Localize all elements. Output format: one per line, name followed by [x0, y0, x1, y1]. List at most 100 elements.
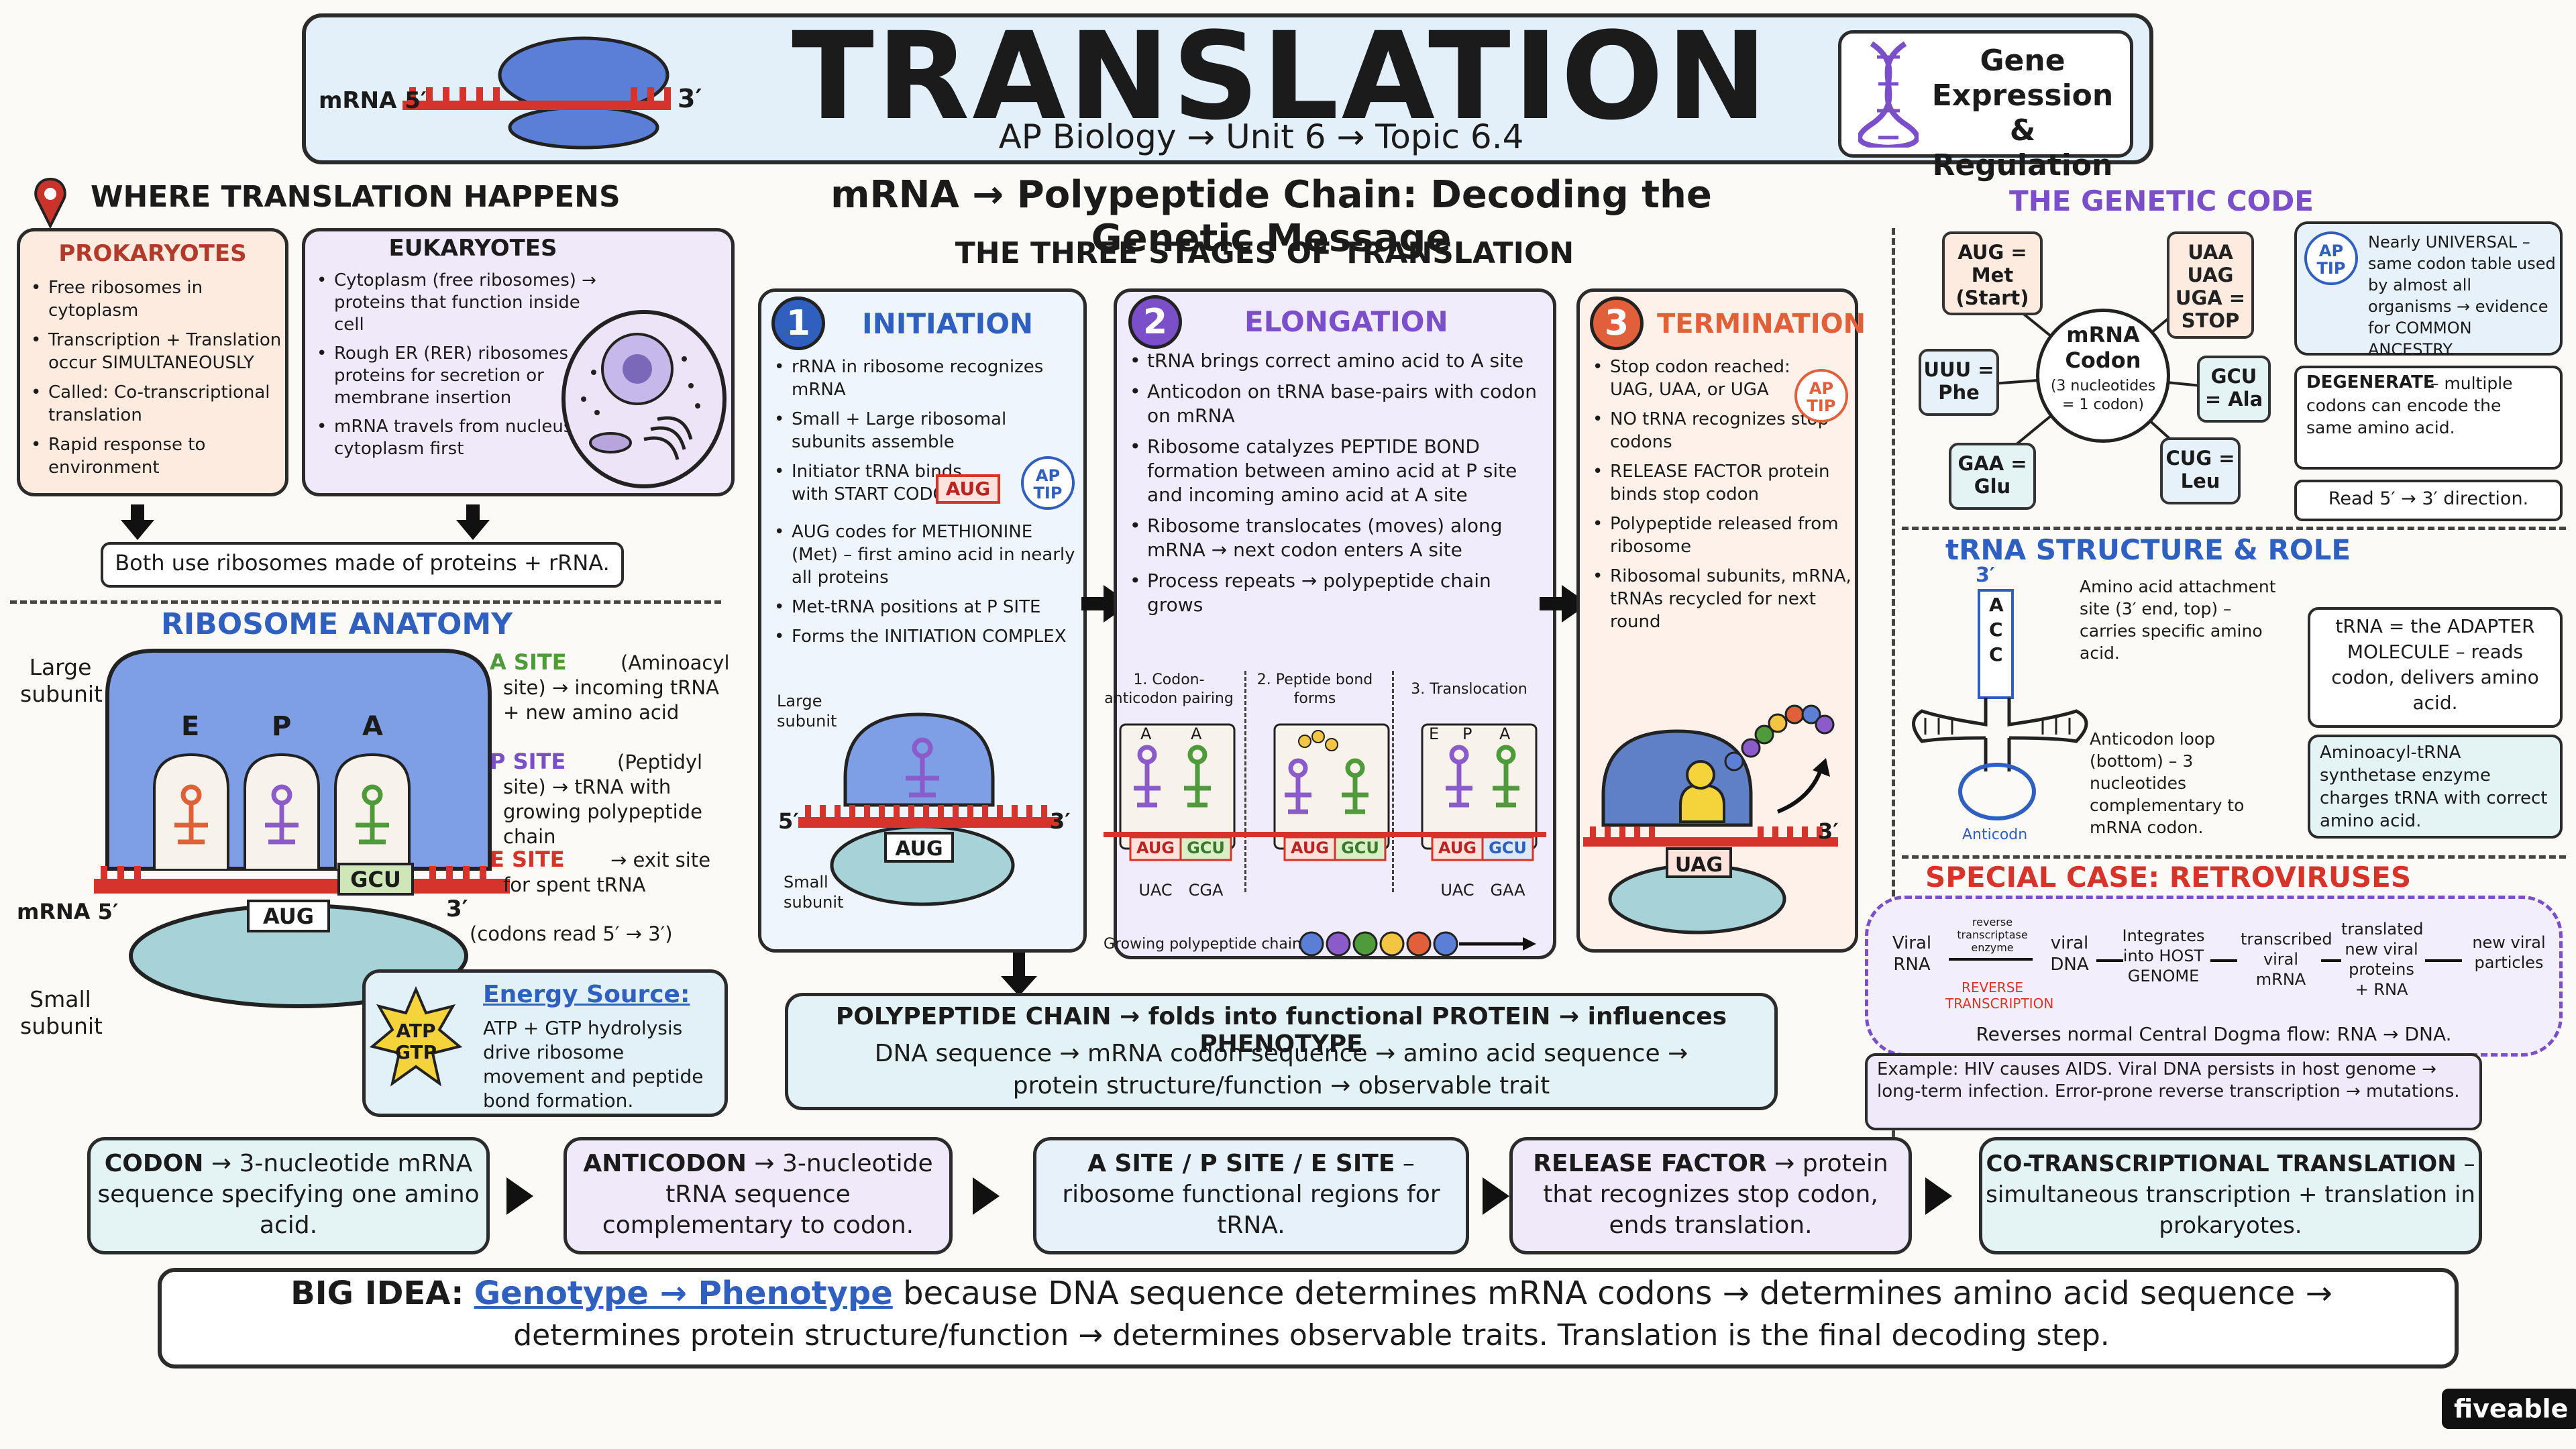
- retro-step-viral-dna: viral DNA: [2050, 933, 2089, 975]
- list-item: Rough ER (RER) ribosomes → proteins for …: [314, 343, 609, 409]
- polypeptide-box: [785, 993, 1778, 1110]
- header-ribosome-icon: [402, 36, 671, 150]
- ribosome-mrna-three: 3′: [446, 896, 468, 922]
- p-site-title: P SITE: [490, 749, 566, 774]
- list-item: Free ribosomes in cytoplasm: [28, 276, 283, 322]
- big-idea-link[interactable]: Genotype → Phenotype: [474, 1275, 893, 1312]
- genetic-code-ap-tip[interactable]: AP TIP: [2304, 231, 2358, 285]
- list-item: AUG codes for METHIONINE (Met) – first a…: [771, 521, 1080, 589]
- ribosome-anatomy-title: RIBOSOME ANATOMY: [161, 607, 513, 641]
- codon-uuu: UUU = Phe: [1919, 349, 1999, 416]
- list-item: NO tRNA recognizes stop codons: [1590, 408, 1851, 453]
- vocab-release-text: RELEASE FACTOR → protein that recognizes…: [1516, 1148, 1905, 1241]
- e-site-desc: → exit site for spent tRNA: [503, 849, 711, 896]
- divider-left: [10, 600, 721, 604]
- big-idea-line-2: determines protein structure/function → …: [513, 1318, 2110, 1352]
- vocab-term: CO-TRANSCRIPTIONAL TRANSLATION: [1986, 1150, 2457, 1177]
- retro-step-viral-rna: Viral RNA: [1892, 933, 1932, 975]
- degenerate-box: [2294, 366, 2563, 470]
- degenerate-desc: – multiple codons can encode the same am…: [2306, 374, 2513, 437]
- unit-badge-text: Gene Expression & Regulation: [1931, 44, 2114, 182]
- arrow-to-polypeptide-stem: [1013, 953, 1025, 979]
- trna-acc-c1: C: [1989, 619, 2003, 641]
- site-p-letter: P: [272, 711, 292, 742]
- page-title: TRANSLATION: [792, 7, 1770, 147]
- a-site-desc: (Aminoacyl site) → incoming tRNA + new a…: [503, 651, 730, 724]
- retro-rt-arrow: [1949, 958, 2033, 961]
- ribosome-codon-p: AUG: [262, 904, 315, 929]
- big-idea-label: BIG IDEA:: [290, 1275, 464, 1312]
- list-item: Polypeptide released from ribosome: [1590, 513, 1851, 558]
- both-note: [101, 542, 624, 588]
- step3-codon-1: AUG: [1438, 839, 1477, 857]
- arrow-down-right-head: [456, 520, 490, 540]
- step3-anticodon-1: UAC: [1440, 881, 1474, 900]
- list-item: Small + Large ribosomal subunits assembl…: [771, 408, 1080, 453]
- divider-right: [1892, 228, 1895, 1167]
- degenerate-title: DEGENERATE: [2306, 372, 2435, 392]
- vocab-def: – ribosome functional regions for tRNA.: [1062, 1150, 1440, 1239]
- read-direction-text: Read 5′ → 3′ direction.: [2328, 488, 2529, 509]
- retro-arrows-3: [2321, 959, 2341, 962]
- retro-step-integrates: Integrates into HOST GENOME: [2122, 926, 2205, 985]
- vocab-anticodon: [564, 1137, 953, 1254]
- step1-codon-1: AUG: [1136, 839, 1175, 857]
- arrow-down-left-head: [121, 520, 154, 540]
- codon-gaa: GAA = Glu: [1949, 443, 2036, 510]
- list-item: RELEASE FACTOR protein binds stop codon: [1590, 460, 1851, 506]
- growing-chain-label: Growing polypeptide chain: [1104, 936, 1301, 953]
- termination-ribosome-diagram: [1583, 704, 1838, 934]
- initiation-ap-tip[interactable]: AP TIP: [1021, 456, 1075, 510]
- step1-site-a1: A: [1140, 724, 1152, 743]
- center-headline: mRNA → Polypeptide Chain: Decoding the G…: [830, 173, 1712, 260]
- big-idea-box: [158, 1268, 2459, 1368]
- retro-example-text: Example: HIV causes AIDS. Viral DNA pers…: [1877, 1059, 2460, 1102]
- step1-anticodon-1: UAC: [1138, 881, 1173, 900]
- polypeptide-line-2: DNA sequence → mRNA codon sequence → ami…: [874, 1040, 1688, 1067]
- growing-chain-beads: [1299, 931, 1536, 957]
- retro-arrows-4: [2425, 959, 2462, 962]
- fiveable-logo[interactable]: fiveable: [2442, 1389, 2576, 1429]
- arrow-elong-term-stem: [1540, 597, 1565, 610]
- initiation-title: INITIATION: [862, 307, 1034, 340]
- vocab-arrow-3: [1483, 1177, 1509, 1215]
- vocab-cotranslation: [1979, 1137, 2482, 1254]
- list-item: Ribosomal subunits, mRNA, tRNAs recycled…: [1590, 565, 1851, 633]
- ribosome-mrna-label: mRNA 5′: [17, 899, 119, 924]
- initiation-badge: 1: [771, 297, 825, 350]
- initiation-small-label: Small subunit: [784, 873, 844, 912]
- retro-example-box: [1865, 1053, 2482, 1130]
- list-item: Anticodon on tRNA base-pairs with codon …: [1127, 380, 1550, 428]
- codon-cug: CUG = Leu: [2160, 437, 2241, 504]
- list-item: Cytoplasm (free ribosomes) → proteins th…: [314, 270, 609, 336]
- vocab-codon-text: CODON → 3-nucleotide mRNA sequence speci…: [94, 1148, 483, 1241]
- step-divider-2: [1392, 671, 1394, 892]
- retro-arrows: [2096, 959, 2123, 962]
- vocab-anticodon-text: ANTICODON → 3-nucleotide tRNA sequence c…: [570, 1148, 946, 1241]
- list-item: Process repeats → polypeptide chain grow…: [1127, 569, 1550, 617]
- energy-title: Energy Source:: [483, 981, 690, 1008]
- step3-site-e: E: [1429, 724, 1440, 743]
- header-mrna-left: mRNA 5′: [319, 87, 427, 114]
- step2-codon-2: GCU: [1341, 839, 1379, 857]
- eukaryotic-cell-illustration: [561, 310, 727, 488]
- arrow-down-left: [131, 504, 144, 521]
- initiation-three: 3′: [1050, 808, 1071, 834]
- vocab-release: [1509, 1137, 1912, 1254]
- arrow-init-elong-stem: [1081, 597, 1107, 610]
- vocab-sites-text: A SITE / P SITE / E SITE – ribosome func…: [1040, 1148, 1462, 1241]
- vocab-cotranslation-text: CO-TRANSCRIPTIONAL TRANSLATION – simulta…: [1986, 1148, 2475, 1241]
- prokaryotes-title: PROKARYOTES: [58, 240, 247, 267]
- step3-site-a: A: [1499, 724, 1511, 743]
- eukaryotes-list: Cytoplasm (free ribosomes) → proteins th…: [314, 270, 609, 467]
- initiation-five: 5′: [778, 808, 799, 834]
- atp-label: ATP: [396, 1020, 436, 1042]
- vocab-arrow-2: [973, 1177, 1000, 1215]
- termination-ap-tip[interactable]: AP TIP: [1794, 369, 1848, 423]
- atp-gtp-burst-icon: [369, 986, 463, 1087]
- termination-list: Stop codon reached: UAG, UAA, or UGA NO …: [1590, 356, 1851, 640]
- retro-enzyme: reverse transcriptase enzyme: [1957, 916, 2028, 954]
- termination-three: 3′: [1818, 818, 1839, 844]
- trna-attach-note: Amino acid attachment site (3′ end, top)…: [2080, 577, 2276, 663]
- header-mrna-right: 3′: [678, 84, 702, 113]
